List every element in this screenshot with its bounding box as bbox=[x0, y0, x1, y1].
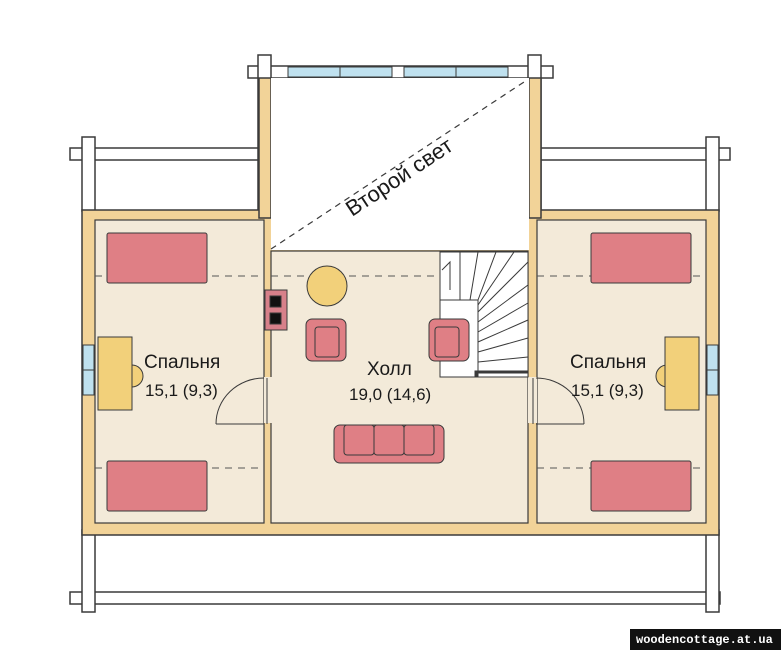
top-windows bbox=[287, 66, 509, 78]
armchair-right bbox=[428, 318, 470, 362]
chimney bbox=[264, 289, 288, 331]
sofa bbox=[333, 424, 445, 464]
side-windows bbox=[82, 344, 719, 396]
hall-name: Холл bbox=[367, 359, 412, 380]
bed-bottom-left bbox=[106, 460, 208, 512]
hall-area: 19,0 (14,6) bbox=[349, 385, 431, 404]
watermark-text: woodencottage.at.ua bbox=[636, 633, 773, 647]
door-right bbox=[532, 377, 585, 425]
desk-left bbox=[97, 336, 144, 411]
bedroom-left-area: 15,1 (9,3) bbox=[145, 381, 218, 400]
bed-top-left bbox=[106, 232, 208, 284]
bed-bottom-right bbox=[590, 460, 692, 512]
beds bbox=[106, 232, 692, 512]
bedroom-right-area: 15,1 (9,3) bbox=[571, 381, 644, 400]
bed-top-right bbox=[590, 232, 692, 284]
door-left bbox=[215, 377, 268, 425]
second-light-diagonal bbox=[270, 79, 528, 250]
bedroom-right-name: Спальня bbox=[570, 352, 646, 373]
watermark: woodencottage.at.ua bbox=[630, 629, 781, 650]
armchair-left bbox=[305, 318, 347, 362]
bedroom-left-name: Спальня bbox=[144, 352, 220, 373]
round-table bbox=[306, 265, 348, 307]
desk-right bbox=[655, 336, 700, 411]
